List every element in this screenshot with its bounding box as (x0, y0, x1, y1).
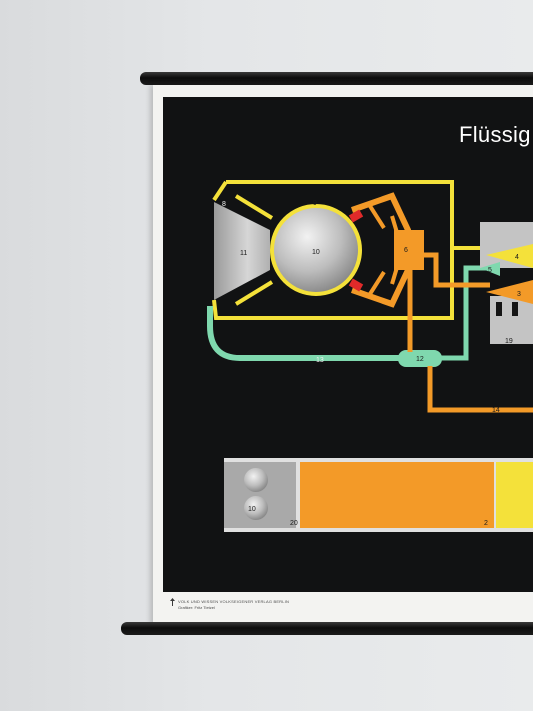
label-5: 5 (488, 267, 492, 274)
publisher-line: VOLK UND WISSEN VOLKSEIGENER VERLAG BERL… (178, 599, 290, 604)
valve-block-6 (394, 230, 424, 270)
mint-line-13 (207, 306, 400, 361)
label-14: 14 (492, 407, 500, 414)
publisher-logo-icon (170, 598, 175, 606)
label-4: 4 (515, 254, 519, 261)
orange-line-14 (427, 366, 533, 413)
pump-3 (486, 280, 533, 304)
injector-red-bottom (348, 278, 364, 292)
orange-line-pump (420, 252, 490, 288)
combustion-chamber-10 (270, 204, 362, 296)
label-20: 20 (290, 520, 298, 527)
rocket-tail (224, 462, 296, 528)
yellow-cooling-loop (212, 180, 454, 320)
label-2: 2 (484, 520, 488, 527)
yellow-inner-loop (234, 194, 274, 306)
top-hanging-rod (140, 72, 533, 85)
pump-4 (486, 244, 533, 268)
rocket-chamber-10 (244, 496, 268, 520)
injector-red-top (348, 209, 364, 223)
nozzle-11 (214, 202, 270, 300)
label-19: 19 (505, 338, 513, 345)
label-13: 13 (316, 357, 324, 364)
bottom-hanging-rod (121, 622, 533, 635)
valve-12 (398, 350, 442, 367)
tank-1 (496, 462, 533, 528)
label-10: 10 (312, 249, 320, 256)
credit-line: Grafiker: Fritz Tietzel (178, 605, 215, 610)
poster-title: Flüssig (459, 122, 531, 147)
label-8: 8 (222, 201, 226, 208)
pump-5 (480, 262, 500, 276)
label-3: 3 (517, 291, 521, 298)
label-11: 11 (240, 250, 247, 257)
label-10b: 10 (248, 506, 256, 513)
tank-2 (300, 462, 494, 528)
label-6: 6 (404, 247, 408, 254)
label-12: 12 (416, 356, 424, 363)
label-9: 9 (313, 200, 317, 207)
